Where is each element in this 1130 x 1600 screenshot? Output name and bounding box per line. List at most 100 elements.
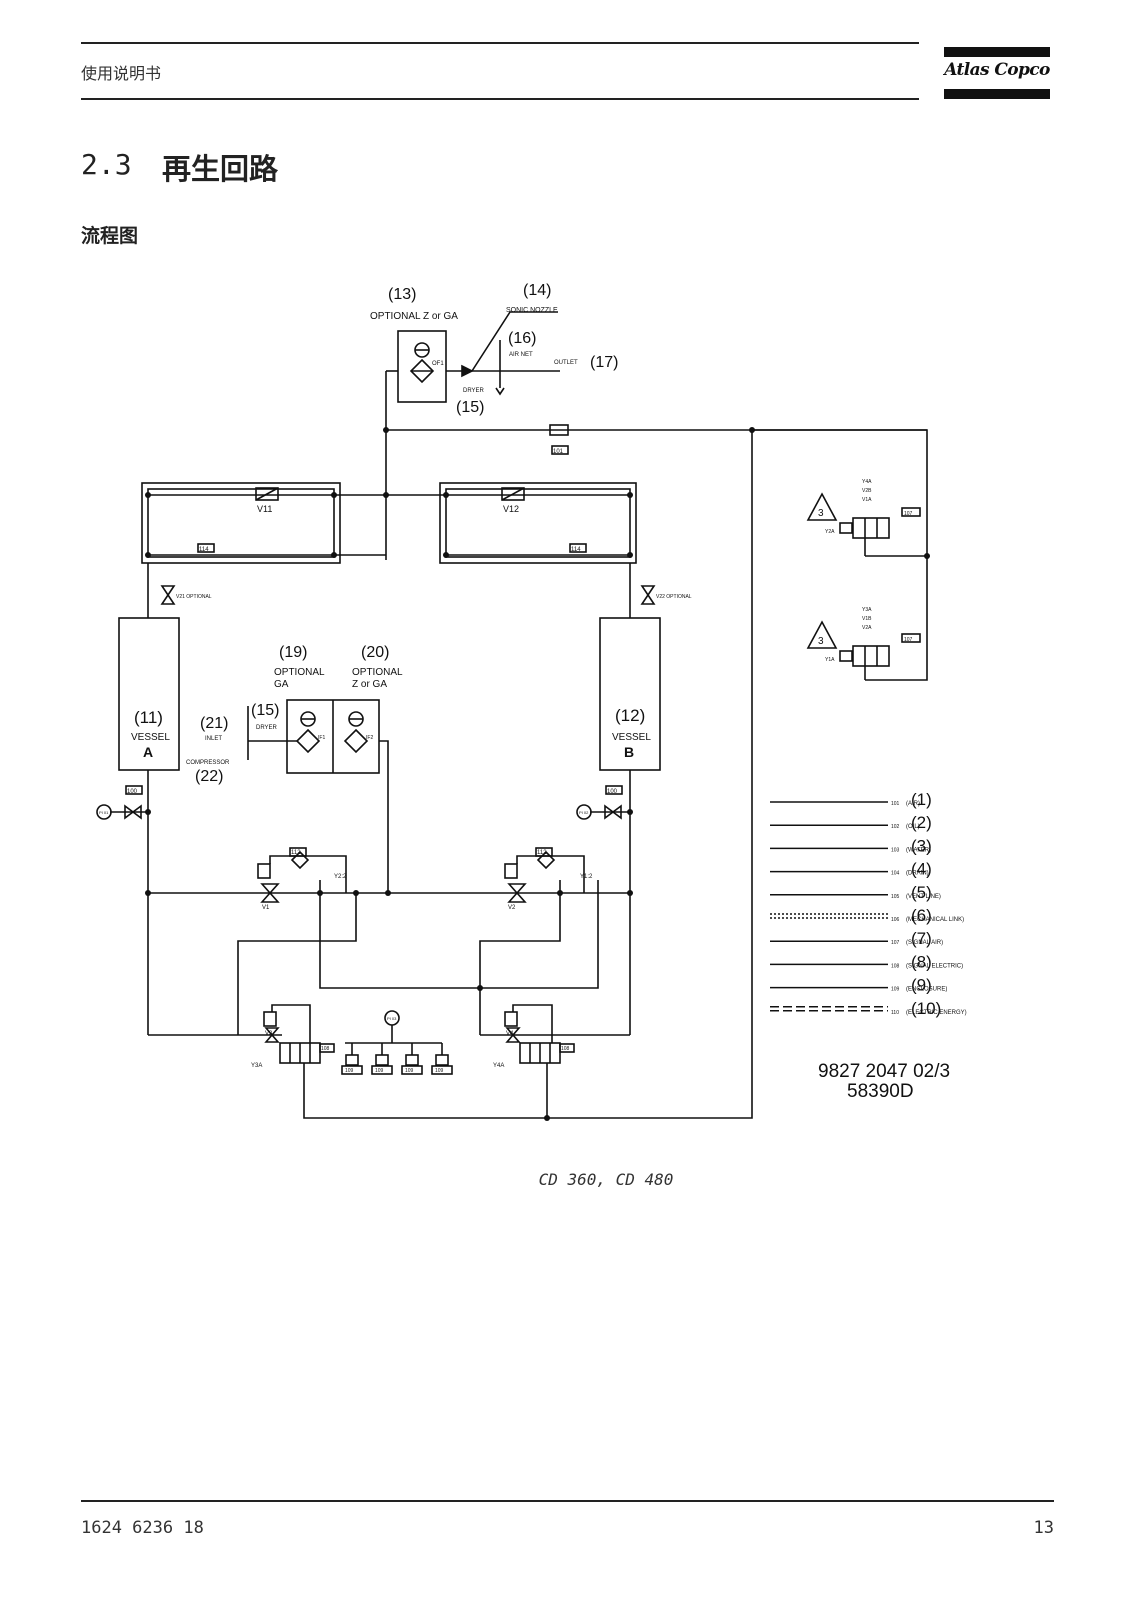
- label-20: (20): [361, 644, 389, 661]
- tag-100-left: 100: [127, 789, 138, 795]
- label-inlet: INLET: [205, 736, 222, 742]
- label-compressor: COMPRESSOR: [186, 760, 230, 766]
- label-vessel-a: VESSEL: [131, 732, 170, 743]
- label-v21-optional: V21 OPTIONAL: [176, 594, 212, 600]
- header-title: 使用说明书: [81, 64, 162, 83]
- label-y1a: Y1A: [825, 657, 835, 663]
- label-ga: GA: [274, 679, 289, 690]
- label-v1: V1: [262, 905, 270, 911]
- legend-row: 105 (VENT LINE)(5): [770, 883, 941, 902]
- line-type-legend: 101(AIR)(1)102(OIL)(2)103(WATER)(3)104(D…: [770, 790, 967, 1018]
- tag-109-c: 109: [405, 1068, 414, 1074]
- legend-name: (AIR): [906, 801, 920, 807]
- legend-code: 105: [891, 894, 900, 900]
- legend-code: 102: [891, 824, 900, 830]
- tag-101: 101: [553, 449, 564, 455]
- legend-name: (ENCLOSURE): [906, 987, 947, 993]
- section-title: 再生回路: [162, 152, 279, 186]
- label-y4a-right: Y4A: [862, 479, 872, 485]
- tag-109-b: 109: [375, 1068, 384, 1074]
- tag-112-right: 112: [537, 850, 547, 856]
- legend-code: 110: [891, 1010, 899, 1016]
- legend-number: (8): [911, 952, 932, 971]
- tag-114-left: 114: [199, 547, 209, 553]
- label-v3: V3: [265, 1031, 273, 1037]
- tag-100-right: 100: [607, 789, 618, 795]
- subsection-title: 流程图: [81, 225, 139, 247]
- label-dryer-mid: DRYER: [256, 725, 278, 731]
- label-pi-center: PI 03: [387, 1016, 397, 1021]
- legend-code: 103: [891, 847, 900, 853]
- legend-row: 104(DRAIN)(4): [770, 860, 932, 879]
- header-bottom-rule: [81, 98, 919, 100]
- footer-doc-number: 1624 6236 18: [81, 1518, 204, 1538]
- label-outlet: OUTLET: [554, 360, 578, 366]
- warning-3-bottom: 3: [818, 636, 824, 647]
- legend-number: (1): [911, 790, 932, 809]
- label-a: A: [143, 744, 153, 760]
- label-22: (22): [195, 768, 223, 785]
- legend-name: (MECHANICAL LINK): [906, 917, 964, 923]
- footer-page-number: 13: [1033, 1518, 1054, 1538]
- label-v11: V11: [257, 504, 272, 514]
- tag-112-left: 112: [291, 850, 301, 856]
- legend-number: (4): [911, 860, 932, 879]
- label-optional-19: OPTIONAL: [274, 667, 325, 678]
- warning-3-top: 3: [818, 508, 824, 519]
- legend-row: 106 (MECHANICAL LINK)(6): [770, 906, 964, 925]
- label-v1b: V1B: [862, 616, 872, 622]
- label-19: (19): [279, 644, 307, 661]
- label-y1-2: Y1:2: [580, 874, 593, 880]
- label-14: (14): [523, 282, 551, 299]
- label-y2a: Y2A: [825, 529, 835, 535]
- legend-code: 106: [891, 917, 900, 923]
- label-sonic-nozzle: SONIC NOZZLE: [506, 307, 558, 314]
- legend-code: 104: [891, 871, 900, 877]
- legend-row: 107(SIGNAL AIR)(7): [770, 929, 943, 948]
- label-z-or-ga: Z or GA: [352, 679, 387, 690]
- legend-row: 101 (AIR)(1): [770, 790, 932, 809]
- tag-109-d: 109: [435, 1068, 444, 1074]
- legend-number: (5): [911, 883, 932, 902]
- legend-number: (10): [911, 999, 941, 1018]
- label-optional-20: OPTIONAL: [352, 667, 403, 678]
- tag-108-right: 108: [561, 1046, 570, 1052]
- tag-109-a: 109: [345, 1068, 354, 1074]
- legend-number: (6): [911, 906, 932, 925]
- atlas-copco-logo: Atlas Copco: [944, 47, 1050, 99]
- section-number: 2.3: [81, 148, 132, 181]
- tag-107-top: 107: [904, 511, 913, 517]
- legend-number: (9): [911, 976, 932, 995]
- tag-108-left: 108: [321, 1046, 330, 1052]
- label-y2-2: Y2:2: [334, 874, 347, 880]
- label-optional-z-or-ga: OPTIONAL Z or GA: [370, 311, 458, 322]
- label-y3a: Y3A: [251, 1063, 262, 1069]
- legend-name: (SIGNAL ELECTRIC): [906, 963, 963, 969]
- legend-name: (VENT LINE): [906, 894, 941, 900]
- legend-code: 109: [891, 987, 900, 993]
- legend-code: 101: [891, 801, 900, 807]
- label-dryer-top: DRYER: [463, 388, 485, 394]
- label-21: (21): [200, 715, 228, 732]
- regeneration-circuit-diagram: (13) OPTIONAL Z or GA (14) SONIC NOZZLE …: [96, 282, 967, 1121]
- label-15-mid: (15): [251, 702, 279, 719]
- label-13: (13): [388, 286, 416, 303]
- legend-number: (3): [911, 836, 932, 855]
- legend-number: (7): [911, 929, 932, 948]
- label-vessel-b: VESSEL: [612, 732, 651, 743]
- label-of1: OF1: [432, 361, 444, 367]
- label-air-net: AIR NET: [509, 352, 533, 358]
- logo-text: Atlas Copco: [944, 60, 1050, 80]
- legend-name: (SIGNAL AIR): [906, 940, 943, 946]
- legend-row: 103(WATER)(3): [770, 836, 932, 855]
- label-11: (11): [134, 708, 163, 727]
- legend-row: 109 (ENCLOSURE)(9): [770, 976, 947, 995]
- tag-114-right: 114: [571, 547, 581, 553]
- figure-caption: CD 360, CD 480: [538, 1170, 674, 1189]
- header-top-rule: [81, 42, 919, 44]
- drawing-doc-number: 9827 2047 02/3: [818, 1061, 950, 1082]
- label-if2: IF2: [366, 735, 373, 741]
- label-v2: V2: [508, 905, 516, 911]
- label-12: (12): [615, 706, 645, 725]
- label-v2b: V2B: [862, 488, 872, 494]
